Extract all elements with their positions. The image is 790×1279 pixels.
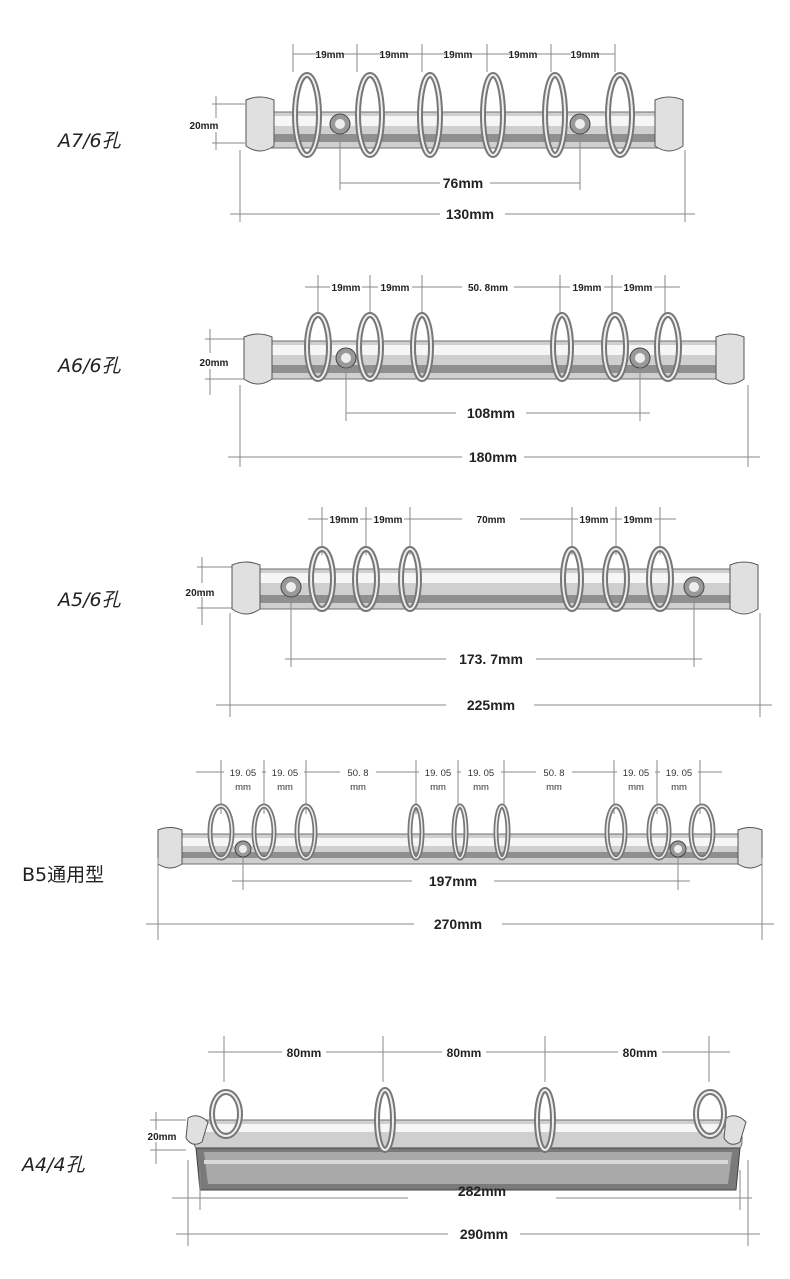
top-dim-1: 80mm [287, 1046, 322, 1060]
binder-diagram-a6: 19mm 19mm 50. 8mm 19mm 19mm 20mm [200, 275, 760, 467]
section-label: A6/6孔 [58, 355, 121, 377]
top-dim-7: 19. 05 [623, 768, 649, 779]
top-dim-4: 19. 05 [425, 768, 451, 779]
total-dim: 180mm [469, 449, 517, 465]
section-label: A7/6孔 [58, 130, 121, 152]
section-a6: A6/6孔 19mm 19mm 50. 8mm 19mm 19mm 20mm [0, 255, 790, 475]
binder-diagram-a7: 19mm 19mm 19mm 19mm 19mm 20mm [190, 44, 695, 222]
height-dim: 20mm [190, 121, 219, 132]
height-dim: 20mm [186, 588, 215, 599]
top-dim-4: 19mm [580, 515, 609, 526]
top-dim-1: 19. 05 [230, 768, 256, 779]
top-dim-2: 19. 05 [272, 768, 298, 779]
top-dim-2: 19mm [374, 515, 403, 526]
inner-dim: 108mm [467, 405, 515, 421]
top-dim-4-unit: mm [430, 782, 446, 793]
top-dim-1: 19mm [316, 50, 345, 61]
section-a5: A5/6孔 19mm 19mm 70mm 19mm 19mm 20mm [0, 495, 790, 725]
top-dim-3: 50. 8 [347, 768, 368, 779]
top-dim-2-unit: mm [277, 782, 293, 793]
binder-diagram-b5: 19. 05 mm 19. 05 mm 50. 8 mm 19. 05 mm 1… [146, 760, 774, 940]
top-dim-4: 19mm [573, 283, 602, 294]
total-dim: 290mm [460, 1226, 508, 1242]
binder-a4 [185, 1115, 747, 1191]
total-dim: 130mm [446, 206, 494, 222]
top-dim-6-unit: mm [546, 782, 562, 793]
inner-dim: 282mm [458, 1183, 506, 1199]
top-dim-3-unit: mm [350, 782, 366, 793]
section-b5: B5通用型 19. 05 mm 19. 05 mm 50. 8 mm 19. 0… [0, 750, 790, 960]
top-dim-1: 19mm [332, 283, 361, 294]
inner-dim: 197mm [429, 873, 477, 889]
top-dim-5: 19mm [624, 515, 653, 526]
top-dim-8: 19. 05 [666, 768, 692, 779]
binder-diagram-a4: 80mm 80mm 80mm 20mm [148, 1036, 760, 1246]
top-dim-2: 19mm [380, 50, 409, 61]
top-dim-5: 19mm [624, 283, 653, 294]
section-label: B5通用型 [22, 864, 105, 886]
top-dim-3: 70mm [477, 515, 506, 526]
top-dim-4: 19mm [509, 50, 538, 61]
section-label: A4/4孔 [22, 1154, 85, 1176]
section-a7: A7/6孔 19mm 19mm 19mm 19mm 19mm 20mm [0, 0, 790, 240]
height-dim: 20mm [200, 358, 229, 369]
top-dim-2: 80mm [447, 1046, 482, 1060]
top-dim-8-unit: mm [671, 782, 687, 793]
top-dim-3: 19mm [444, 50, 473, 61]
top-dim-1: 19mm [330, 515, 359, 526]
top-dim-5: 19mm [571, 50, 600, 61]
section-label: A5/6孔 [58, 589, 121, 611]
top-dim-2: 19mm [381, 283, 410, 294]
top-dim-3: 80mm [623, 1046, 658, 1060]
inner-dim: 76mm [443, 175, 483, 191]
top-dim-5: 19. 05 [468, 768, 494, 779]
inner-dim: 173. 7mm [459, 651, 523, 667]
top-dim-6: 50. 8 [543, 768, 564, 779]
section-a4: A4/4孔 80mm 80mm 80mm 20mm [0, 1020, 790, 1279]
top-dim-7-unit: mm [628, 782, 644, 793]
total-dim: 225mm [467, 697, 515, 713]
binder-diagram-a5: 19mm 19mm 70mm 19mm 19mm 20mm [186, 507, 772, 717]
top-dimension-lines [292, 44, 616, 72]
binder-a7 [245, 96, 684, 152]
total-dim: 270mm [434, 916, 482, 932]
top-dim-3: 50. 8mm [468, 283, 508, 294]
height-dim: 20mm [148, 1132, 177, 1143]
top-dim-5-unit: mm [473, 782, 489, 793]
top-dim-1-unit: mm [235, 782, 251, 793]
binder-a6 [243, 333, 745, 385]
